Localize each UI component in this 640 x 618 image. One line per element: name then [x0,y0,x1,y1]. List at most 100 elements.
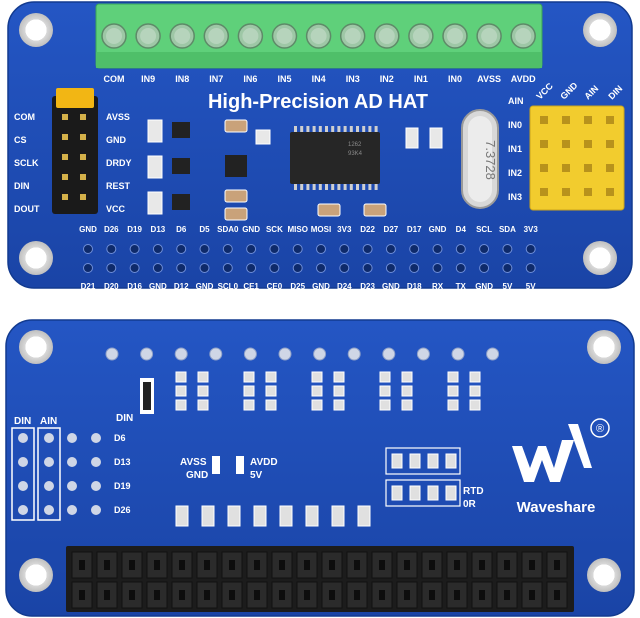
gpio-bottom-label: CE0 [267,282,283,291]
capacitor [175,505,189,527]
gpio-pad [246,244,257,254]
gpio-pad [292,263,303,273]
chip-leg [362,126,366,134]
pad [91,505,101,515]
pad [44,433,54,443]
header-pin [62,174,68,180]
gpio-bottom-label: D18 [407,282,422,291]
header-pin [584,188,592,196]
mounting-hole [19,330,53,364]
socket-hole [329,590,335,600]
chip-leg [349,126,353,134]
resistor [469,385,481,397]
socket-hole [454,590,460,600]
terminal-screw-head [276,28,293,44]
header-pin [606,164,614,172]
terminal-label: IN4 [312,74,326,84]
resistor [469,371,481,383]
socket-hole [554,590,560,600]
socket-hole [104,590,110,600]
svg-text:93K4: 93K4 [348,151,363,157]
gpio-pad [152,244,163,254]
header-pin [584,164,592,172]
socket-hole [354,560,360,570]
capacitor [253,505,267,527]
resistor [311,385,323,397]
gpio-bottom-label: GND [312,282,330,291]
rtd-resistor [409,485,421,501]
chip-leg [312,182,316,190]
gpio-bottom-label: D25 [290,282,305,291]
gpio-top-label: D13 [151,225,166,234]
pad [44,505,54,515]
terminal-screw-head [242,28,259,44]
gpio-pad [479,263,490,273]
pad [67,505,77,515]
pad [44,481,54,491]
gpio-bottom-label: D12 [174,282,189,291]
header-pin [584,116,592,124]
resistor [265,399,277,411]
socket-hole [254,560,260,570]
side-label: D19 [114,481,131,491]
gpio-pad [409,263,420,273]
gpio-bottom-label: GND [475,282,493,291]
waveshare-logo: ® Waveshare [512,418,610,516]
header-label-din: DIN [14,416,31,427]
capacitor [331,505,345,527]
socket-hole [429,590,435,600]
terminal-screw-head [140,28,157,44]
rtd-resistor-block [385,447,461,507]
socket-hole [504,560,510,570]
header-pin [562,116,570,124]
socket-hole [329,560,335,570]
resistor [197,385,209,397]
capacitor [305,505,319,527]
pad [67,433,77,443]
resistor [197,371,209,383]
terminal-label: IN5 [277,74,291,84]
chip-leg [331,182,335,190]
gpio-bottom-label: 5V [503,282,513,291]
via-pad [140,347,154,361]
gpio-bottom-label: GND [149,282,167,291]
chip-leg [325,126,328,134]
gpio-bottom-label: D23 [360,282,375,291]
resistor [333,371,345,383]
gpio-pad [409,244,420,254]
chip-leg [331,126,335,134]
gpio-pad [292,244,303,254]
gpio-top-label: D5 [199,225,210,234]
rtd-resistor [391,453,403,469]
left-pin-label: VCC [106,204,126,214]
gpio-top-label: D26 [104,225,119,234]
resistor [379,385,391,397]
header-pin [540,164,548,172]
gpio-top-label: D27 [384,225,399,234]
socket-hole [504,590,510,600]
jumper-label-avdd: AVDD [250,457,278,468]
gpio-top-label: 3V3 [337,225,352,234]
gpio-bottom-label: RX [432,282,444,291]
chip-leg [318,182,322,190]
gpio-pad [385,263,396,273]
rtd-resistor [409,453,421,469]
socket-hole [79,560,85,570]
jumper-label-avss: AVSS [180,457,207,468]
pad [91,481,101,491]
chip-leg [374,126,378,134]
capacitor [279,505,293,527]
socket-hole [379,560,385,570]
via-pad [347,347,361,361]
via-pad [382,347,396,361]
gpio-pad [432,263,443,273]
via-pad [209,347,223,361]
gpio-pad [129,244,140,254]
gpio-pad [479,244,490,254]
crystal-oscillator: 7.3728 [461,109,499,209]
gpio-pad [83,263,93,273]
socket-hole [229,560,235,570]
chip-leg [294,182,297,190]
